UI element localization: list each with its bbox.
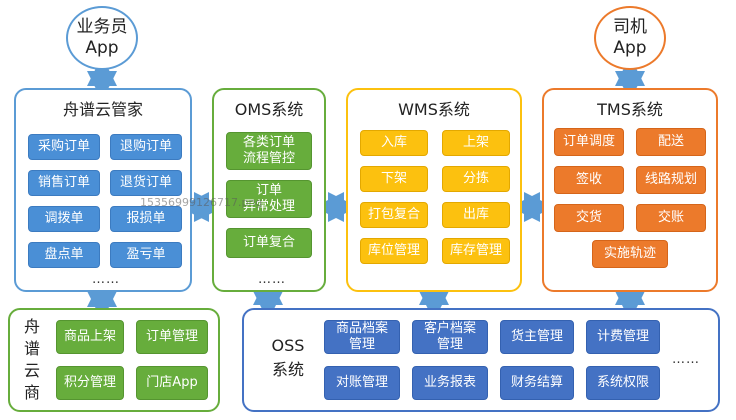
oms-panel: OMS系统 各类订单 流程管控 订单 异常处理 订单复合 ……: [212, 88, 326, 292]
cloud-item-4[interactable]: 调拨单: [28, 206, 100, 232]
oms-item-2-line1: 订单复合: [242, 235, 295, 250]
wms-item-2[interactable]: 下架: [360, 166, 428, 192]
wms-item-6[interactable]: 库位管理: [360, 238, 428, 264]
shop-item-0[interactable]: 商品上架: [56, 320, 124, 354]
oss-item-7[interactable]: 系统权限: [586, 366, 660, 400]
wms-item-7[interactable]: 库存管理: [442, 238, 510, 264]
watermark-text: 15356999126717.png: [140, 196, 263, 209]
tms-title: TMS系统: [597, 100, 663, 119]
cloud-item-7[interactable]: 盈亏单: [110, 242, 182, 268]
oss-item-5[interactable]: 业务报表: [412, 366, 488, 400]
oss-title-line1: OSS: [271, 336, 305, 355]
wms-item-5[interactable]: 出库: [442, 202, 510, 228]
oss-title: OSS 系统: [268, 334, 308, 382]
oms-item-1[interactable]: 订单 异常处理: [226, 180, 312, 218]
oss-item-0-line1: 商品档案: [335, 321, 388, 336]
cloud-item-2[interactable]: 销售订单: [28, 170, 100, 196]
shop-title-char-3: 商: [23, 383, 40, 402]
shop-item-3[interactable]: 门店App: [136, 366, 208, 400]
cloud-item-0[interactable]: 采购订单: [28, 134, 100, 160]
tms-item-2[interactable]: 签收: [554, 166, 624, 194]
oss-item-4[interactable]: 对账管理: [324, 366, 400, 400]
zhoupu-cloud-panel: 舟谱云管家 采购订单 退购订单 销售订单 退货订单 调拨单 报损单 盘点单 盈亏…: [14, 88, 192, 292]
oms-item-0-line2: 流程管控: [242, 151, 295, 166]
oss-item-1-line2: 管理: [436, 337, 463, 352]
oms-item-1-line1: 订单: [255, 183, 282, 198]
wms-item-1[interactable]: 上架: [442, 130, 510, 156]
driver-app-circle: 司机 App: [594, 6, 666, 70]
tms-wide-item[interactable]: 实施轨迹: [592, 240, 668, 268]
driver-app-line2: App: [613, 38, 647, 58]
cloud-more: ……: [92, 272, 120, 287]
cloud-item-6[interactable]: 盘点单: [28, 242, 100, 268]
salesman-app-circle: 业务员 App: [66, 6, 138, 70]
shop-item-1[interactable]: 订单管理: [136, 320, 208, 354]
salesman-app-line2: App: [85, 38, 119, 58]
oss-more: ……: [672, 352, 700, 367]
shop-title-char-0: 舟: [23, 317, 40, 336]
oms-title: OMS系统: [234, 100, 304, 119]
tms-item-4[interactable]: 交货: [554, 204, 624, 232]
shop-title-char-1: 谱: [23, 339, 40, 358]
zhoupu-shop-panel: 舟 谱 云 商 商品上架 订单管理 积分管理 门店App: [8, 308, 220, 412]
oms-item-2[interactable]: 订单复合: [226, 228, 312, 258]
tms-item-5[interactable]: 交账: [636, 204, 706, 232]
wms-title: WMS系统: [398, 100, 470, 119]
wms-panel: WMS系统 入库 上架 下架 分拣 打包复合 出库 库位管理 库存管理: [346, 88, 522, 292]
wms-item-0[interactable]: 入库: [360, 130, 428, 156]
oms-item-0-line1: 各类订单: [242, 135, 295, 150]
oss-title-line2: 系统: [271, 360, 304, 379]
oss-item-6[interactable]: 财务结算: [500, 366, 574, 400]
cloud-item-3[interactable]: 退货订单: [110, 170, 182, 196]
oms-more: ……: [258, 272, 286, 287]
oms-item-0[interactable]: 各类订单 流程管控: [226, 132, 312, 170]
zhoupu-cloud-title: 舟谱云管家: [62, 100, 143, 119]
oss-item-0-line2: 管理: [348, 337, 375, 352]
shop-title-char-2: 云: [23, 361, 40, 380]
cloud-item-1[interactable]: 退购订单: [110, 134, 182, 160]
oss-item-1[interactable]: 客户档案 管理: [412, 320, 488, 354]
oss-item-0[interactable]: 商品档案 管理: [324, 320, 400, 354]
wms-item-4[interactable]: 打包复合: [360, 202, 428, 228]
oss-item-3[interactable]: 计费管理: [586, 320, 660, 354]
tms-item-3[interactable]: 线路规划: [636, 166, 706, 194]
tms-panel: TMS系统 订单调度 配送 签收 线路规划 交货 交账 实施轨迹: [542, 88, 718, 292]
tms-item-0[interactable]: 订单调度: [554, 128, 624, 156]
cloud-item-5[interactable]: 报损单: [110, 206, 182, 232]
oss-item-1-line1: 客户档案: [423, 321, 476, 336]
oss-panel: OSS 系统 商品档案 管理 客户档案 管理 货主管理 计费管理 对账管理 业务…: [242, 308, 720, 412]
driver-app-line1: 司机: [613, 17, 647, 37]
zhoupu-shop-title: 舟 谱 云 商: [22, 316, 42, 404]
oms-item-1-line2: 异常处理: [242, 199, 295, 214]
wms-item-3[interactable]: 分拣: [442, 166, 510, 192]
shop-item-2[interactable]: 积分管理: [56, 366, 124, 400]
tms-item-1[interactable]: 配送: [636, 128, 706, 156]
oss-item-2[interactable]: 货主管理: [500, 320, 574, 354]
salesman-app-line1: 业务员: [76, 17, 128, 37]
